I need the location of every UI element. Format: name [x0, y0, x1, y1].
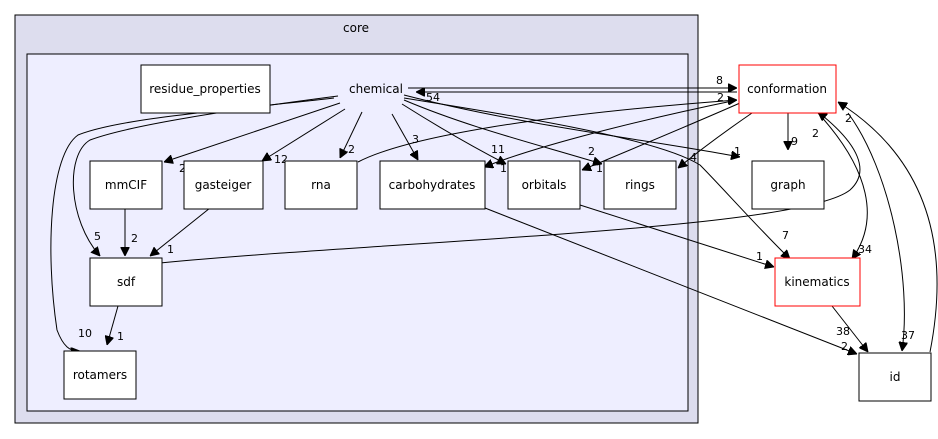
edge-label-orbitals-kinematics: 1	[756, 250, 763, 263]
edge-label-id-conformation: 37	[901, 329, 915, 342]
edge-conformation-carbohydrates	[484, 99, 738, 167]
node-rna[interactable]: rna	[284, 160, 358, 210]
edge-chemical-mmCIF	[164, 102, 341, 162]
edge-label-conformation-orbitals: 1	[596, 162, 603, 175]
node-id-box	[858, 352, 932, 402]
edge-conformation-orbitals	[582, 102, 741, 170]
edge-labels: 8 54 2 12 2 3 11 2 5 10 1 7 2 1 1 2 2 2 …	[78, 74, 915, 353]
node-carbohydrates-box	[379, 160, 486, 210]
node-id-label: id	[890, 370, 901, 384]
edges	[50, 88, 938, 354]
edge-label-chemical-rings: 2	[588, 145, 595, 158]
node-residue-properties-box	[140, 64, 271, 114]
node-rotamers-box	[63, 350, 137, 400]
edge-label-chemical-conformation: 8	[716, 74, 723, 87]
edge-label-mmCIF-sdf: 2	[131, 232, 138, 245]
node-gasteiger-box	[183, 160, 264, 210]
node-orbitals[interactable]: orbitals	[507, 160, 581, 210]
node-orbitals-label: orbitals	[522, 178, 567, 192]
node-rotamers-label: rotamers	[73, 368, 127, 382]
node-orbitals-box	[507, 160, 581, 210]
node-conformation[interactable]: conformation	[738, 64, 837, 114]
node-rings-label: rings	[625, 178, 655, 192]
edge-label-kinematics-id: 38	[836, 325, 850, 338]
edge-label-chemical-mmCIF: 2	[179, 162, 186, 175]
edge-conformation-kinematics	[817, 112, 868, 259]
edge-gasteiger-sdf	[150, 207, 211, 256]
edge-label-conformation-rings: 4	[690, 151, 697, 164]
edge-rna-conformation	[357, 100, 737, 163]
edge-label-gasteiger-sdf: 1	[167, 243, 174, 256]
edge-label-rna-conformation: 2	[717, 91, 724, 104]
edge-label-conformation-carbohydrates: 1	[500, 162, 507, 175]
node-sdf-label: sdf	[117, 275, 136, 289]
node-carbohydrates[interactable]: carbohydrates	[379, 160, 486, 210]
node-id[interactable]: id	[858, 352, 932, 402]
nodes: chemical residue_properties mmCIF gastei…	[63, 64, 932, 402]
node-rings-box	[603, 160, 677, 210]
edge-label-carbohydrates-id: 2	[841, 340, 848, 353]
node-graph-label: graph	[770, 178, 805, 192]
node-gasteiger[interactable]: gasteiger	[183, 160, 264, 210]
node-kinematics[interactable]: kinematics	[774, 257, 861, 307]
edge-label-conformation-chemical: 54	[426, 91, 440, 104]
node-kinematics-label: kinematics	[784, 275, 849, 289]
edge-label-conformation-id: 2	[845, 112, 852, 125]
edge-chemical-carbohydrates	[391, 113, 418, 160]
edge-orbitals-kinematics	[579, 204, 774, 267]
edge-label-chemical-kinematics: 7	[782, 229, 789, 242]
edge-label-chemical-rna: 2	[348, 143, 355, 156]
node-conformation-label: conformation	[747, 82, 827, 96]
node-graph[interactable]: graph	[751, 160, 825, 210]
node-rings[interactable]: rings	[603, 160, 677, 210]
edge-label-chemical-sdf: 5	[94, 230, 101, 243]
node-sdf-box	[89, 257, 163, 307]
edge-label-conformation-kinematics: 34	[858, 243, 872, 256]
edge-carbohydrates-id	[484, 207, 857, 354]
edge-label-chemical-graph: 1	[734, 145, 741, 158]
node-carbohydrates-label: carbohydrates	[389, 178, 476, 192]
edge-chemical-rings	[403, 99, 602, 164]
edge-label-sdf-conformation: 2	[812, 127, 819, 140]
node-chemical[interactable]: chemical	[349, 82, 403, 96]
node-mmCIF[interactable]: mmCIF	[89, 160, 163, 210]
edge-kinematics-id	[831, 305, 868, 352]
edge-chemical-rna	[340, 111, 363, 158]
edge-sdf-rotamers	[107, 305, 119, 345]
edge-id-conformation	[838, 102, 938, 353]
node-gasteiger-label: gasteiger	[195, 178, 252, 192]
node-mmCIF-label: mmCIF	[105, 178, 147, 192]
node-conformation-box	[738, 64, 837, 114]
cluster-core-label: core	[343, 21, 369, 35]
edge-label-chemical-carbohydrates: 3	[412, 133, 419, 146]
node-kinematics-box	[774, 257, 861, 307]
edge-chemical-gasteiger	[262, 108, 346, 161]
node-rotamers[interactable]: rotamers	[63, 350, 137, 400]
node-rna-box	[284, 160, 358, 210]
node-chemical-label: chemical	[349, 82, 403, 96]
edge-sdf-conformation	[159, 112, 861, 264]
edge-chemical-orbitals	[401, 103, 506, 164]
node-residue-properties-label: residue_properties	[149, 82, 260, 96]
node-mmCIF-box	[89, 160, 163, 210]
edge-label-conformation-graph: 9	[791, 135, 798, 148]
edge-conformation-id	[847, 112, 904, 351]
edge-label-chemical-rotamers: 10	[78, 327, 92, 340]
node-rna-label: rna	[311, 178, 331, 192]
edge-label-chemical-orbitals: 11	[491, 143, 505, 156]
edge-conformation-rings	[678, 112, 753, 168]
node-sdf[interactable]: sdf	[89, 257, 163, 307]
edge-chemical-kinematics	[403, 97, 790, 259]
node-residue-properties[interactable]: residue_properties	[140, 64, 271, 114]
node-graph-box	[751, 160, 825, 210]
edge-label-sdf-rotamers: 1	[117, 330, 124, 343]
